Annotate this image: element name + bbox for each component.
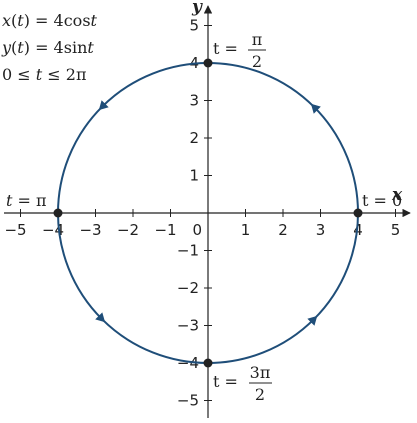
y-tick-label: 1 [189,167,199,185]
x-tick-label: 5 [391,221,401,239]
t-pi-value: π [36,191,47,210]
x-tick-label: 3 [316,221,326,239]
x-tick-label: 1 [241,221,251,239]
equation-y: y(t) = 4sint [2,38,94,57]
t-3pi-half-denominator: 2 [255,385,265,404]
origin-label: 0 [192,221,202,239]
parameter-point [53,208,63,218]
parameter-point [203,58,213,68]
point-label-t0: t = 0 [362,191,402,210]
y-tick-label: −3 [177,317,199,335]
y-tick-label: 5 [189,17,199,35]
t-pi-half-prefix: t = [213,39,238,58]
y-tick-label: 3 [189,92,199,110]
points-layer [53,58,363,368]
x-axis-label: x [391,185,403,205]
svg-text:t = π: t = π [6,191,47,210]
equation-t-range: 0 ≤ t ≤ 2π [2,65,87,84]
t-3pi-half-numerator: 3π [250,363,271,382]
x-tick-label: −2 [117,221,139,239]
equation-x: x(t) = 4cost [2,11,97,30]
t-pi-prefix: t = [6,191,36,210]
parameter-point [203,358,213,368]
point-label-t-3pi-half: t = 3π 2 [213,363,272,404]
direction-arrow [98,100,109,111]
parameter-point [353,208,363,218]
t-pi-half-denominator: 2 [252,52,262,71]
x-tick-label: −1 [154,221,176,239]
y-tick-label: −4 [177,354,199,372]
point-label-t-pi: t = π [6,191,47,210]
x-tick-label: −3 [79,221,101,239]
y-tick-label: −2 [177,279,199,297]
t-pi-half-numerator: π [252,30,263,49]
y-tick-label: −1 [177,242,199,260]
y-tick-label: −5 [177,392,199,410]
x-tick-label: 2 [278,221,288,239]
axes [4,5,411,418]
direction-arrow [310,103,321,114]
y-tick-label: 2 [189,129,199,147]
y-axis-label: y [191,0,203,17]
direction-arrow [307,315,318,326]
direction-arrow [95,312,106,323]
x-tick-label: −5 [4,221,26,239]
t-3pi-half-prefix: t = [213,372,238,391]
t0-label: t = 0 [362,191,402,210]
point-label-t-pi-half: t = π 2 [213,30,266,71]
